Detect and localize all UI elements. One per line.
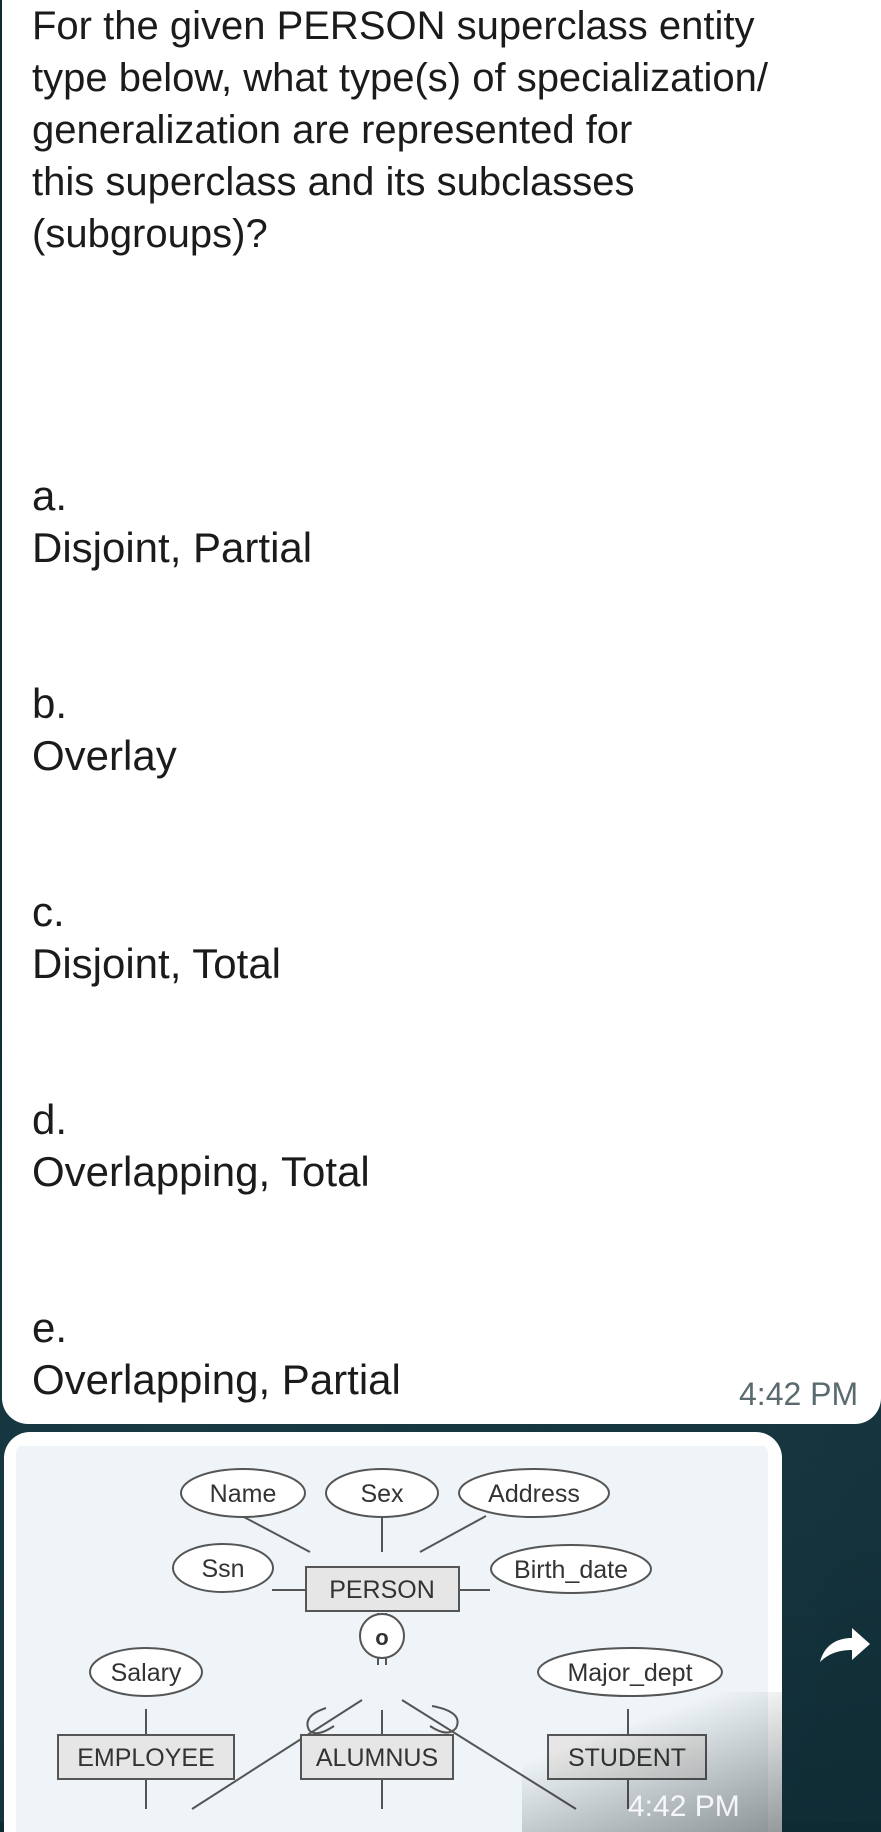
entity-person-box bbox=[305, 1566, 460, 1612]
option-b: b. Overlay bbox=[32, 678, 732, 782]
attr-majordept-ellipse bbox=[537, 1647, 723, 1697]
attr-sex-ellipse bbox=[325, 1468, 439, 1518]
question-text: For the given PERSON superclass entity t… bbox=[32, 0, 862, 260]
specialization-symbol: o bbox=[375, 1625, 388, 1650]
attr-sex-label: Sex bbox=[360, 1480, 404, 1508]
attr-ssn-ellipse bbox=[172, 1543, 274, 1593]
er-diagram: Name Sex Address Ssn Birth_date PERSON o… bbox=[57, 1468, 723, 1810]
entity-student-box bbox=[547, 1734, 707, 1780]
line-circle-employee bbox=[191, 1699, 363, 1810]
question-line: type below, what type(s) of specializati… bbox=[32, 56, 768, 100]
attr-majordept-label: Major_dept bbox=[567, 1659, 692, 1687]
forward-button[interactable] bbox=[812, 1612, 876, 1676]
message-timestamp: 4:42 PM bbox=[739, 1376, 859, 1412]
option-d: d. Overlapping, Total bbox=[32, 1094, 732, 1198]
question-message-bubble[interactable]: For the given PERSON superclass entity t… bbox=[2, 0, 881, 1424]
forward-arrow-icon bbox=[820, 1628, 870, 1662]
attr-ssn-label: Ssn bbox=[201, 1555, 244, 1583]
line-name-person bbox=[241, 1515, 311, 1553]
attr-name-label: Name bbox=[210, 1480, 277, 1508]
entity-alumnus-label: ALUMNUS bbox=[316, 1744, 438, 1772]
question-line: (subgroups)? bbox=[32, 212, 268, 256]
option-text: Overlapping, Partial bbox=[32, 1356, 401, 1403]
attr-address-label: Address bbox=[488, 1480, 580, 1508]
subset-symbol-employee bbox=[306, 1707, 335, 1735]
question-line: this superclass and its subclasses bbox=[32, 160, 635, 204]
question-line: generalization are represented for bbox=[32, 108, 633, 152]
entity-alumnus-box bbox=[300, 1734, 454, 1780]
option-e: e. Overlapping, Partial bbox=[32, 1302, 732, 1406]
attr-birthdate-ellipse bbox=[490, 1544, 652, 1594]
option-letter: b. bbox=[32, 680, 68, 727]
entity-employee-box bbox=[57, 1734, 235, 1780]
option-text: Overlapping, Total bbox=[32, 1148, 370, 1195]
image-message-bubble[interactable]: Name Sex Address Ssn Birth_date PERSON o… bbox=[4, 1432, 782, 1832]
option-text: Overlay bbox=[32, 732, 177, 779]
specialization-circle bbox=[359, 1613, 405, 1659]
image-message-timestamp: 4:42 PM bbox=[628, 1790, 740, 1823]
attr-birthdate-label: Birth_date bbox=[514, 1556, 628, 1584]
option-letter: c. bbox=[32, 888, 65, 935]
option-letter: d. bbox=[32, 1096, 68, 1143]
option-c: c. Disjoint, Total bbox=[32, 886, 732, 990]
option-text: Disjoint, Total bbox=[32, 940, 282, 987]
entity-employee-label: EMPLOYEE bbox=[77, 1744, 215, 1772]
attr-salary-label: Salary bbox=[111, 1659, 182, 1687]
attr-salary-ellipse bbox=[89, 1647, 203, 1697]
attr-address-ellipse bbox=[458, 1468, 610, 1518]
option-a: a. Disjoint, Partial bbox=[32, 470, 732, 574]
option-letter: e. bbox=[32, 1304, 68, 1351]
line-address-person bbox=[419, 1515, 487, 1553]
er-diagram-image[interactable]: Name Sex Address Ssn Birth_date PERSON o… bbox=[16, 1446, 768, 1832]
entity-student-label: STUDENT bbox=[568, 1744, 686, 1772]
option-letter: a. bbox=[32, 472, 68, 519]
attr-name-ellipse bbox=[180, 1468, 306, 1518]
line-circle-student bbox=[401, 1699, 577, 1810]
question-line: For the given PERSON superclass entity bbox=[32, 4, 755, 48]
option-text: Disjoint, Partial bbox=[32, 524, 313, 571]
subset-symbol-student bbox=[429, 1705, 459, 1734]
entity-person-label: PERSON bbox=[329, 1576, 435, 1604]
